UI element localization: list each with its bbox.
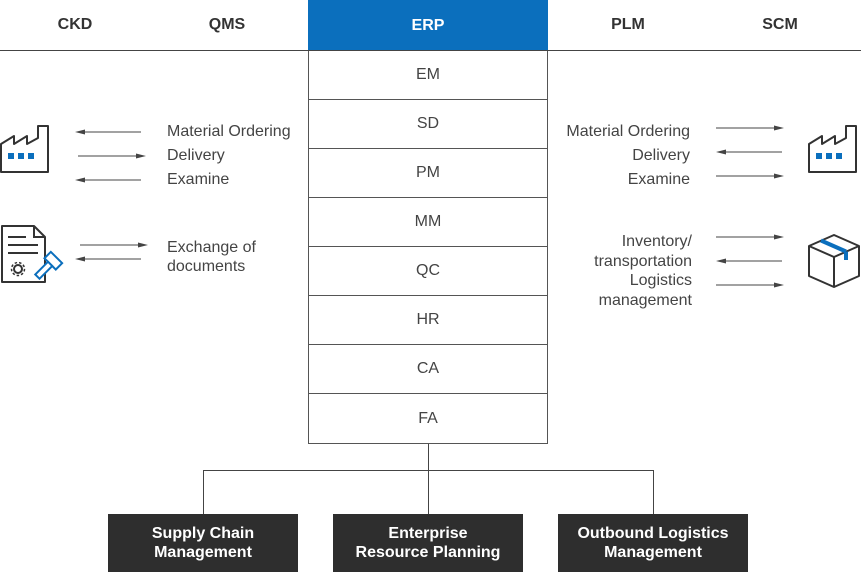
header-divider: [0, 50, 861, 51]
connector-left: [203, 470, 204, 514]
box-enterprise-resource-planning: Enterprise Resource Planning: [333, 514, 523, 572]
header-scm: SCM: [762, 16, 798, 33]
header-erp: ERP: [308, 0, 548, 51]
left-label-material-ordering: Material Ordering: [167, 123, 291, 140]
arrow-right: [716, 234, 784, 240]
arrow-right: [716, 125, 784, 131]
module-ca: CA: [309, 345, 547, 394]
left-label-exchange-documents: Exchange of documents: [167, 239, 256, 275]
module-fa: FA: [418, 409, 438, 427]
header-plm: PLM: [611, 16, 645, 33]
header-ckd: CKD: [57, 16, 93, 33]
module-em: EM: [309, 51, 547, 100]
connector-center: [428, 470, 429, 514]
module-mm: MM: [309, 198, 547, 247]
module-qc: QC: [309, 247, 547, 296]
box-supply-chain-management: Supply Chain Management: [108, 514, 298, 572]
arrow-left: [716, 258, 782, 264]
left-label-delivery: Delivery: [167, 147, 225, 164]
connector-vertical-main: [428, 444, 429, 470]
right-label-material-ordering: Material Ordering: [566, 123, 690, 140]
box-outbound-logistics-management: Outbound Logistics Management: [558, 514, 748, 572]
arrow-right: [78, 153, 146, 159]
arrow-left: [75, 177, 141, 183]
left-label-examine: Examine: [167, 171, 230, 188]
module-hr: HR: [309, 296, 547, 345]
arrow-left: [75, 256, 141, 262]
document-gear-hammer-icon: [1, 225, 64, 283]
right-label-delivery: Delivery: [632, 147, 690, 164]
right-label-examine: Examine: [627, 171, 690, 188]
factory-icon: [0, 125, 49, 173]
arrow-right: [80, 242, 148, 248]
factory-icon: [808, 125, 857, 173]
arrow-right: [716, 173, 784, 179]
header-qms: QMS: [208, 16, 246, 33]
connector-right: [653, 470, 654, 514]
arrow-left: [716, 149, 782, 155]
arrow-left: [75, 129, 141, 135]
box-icon: [808, 234, 860, 288]
arrow-right: [716, 282, 784, 288]
right-label-inventory-logistics: Inventory/ transportation Logistics mana…: [594, 233, 692, 309]
module-sd: SD: [309, 100, 547, 149]
module-pm: PM: [309, 149, 547, 198]
erp-modules-column: EM SD PM MM QC HR CA FA: [308, 51, 548, 444]
